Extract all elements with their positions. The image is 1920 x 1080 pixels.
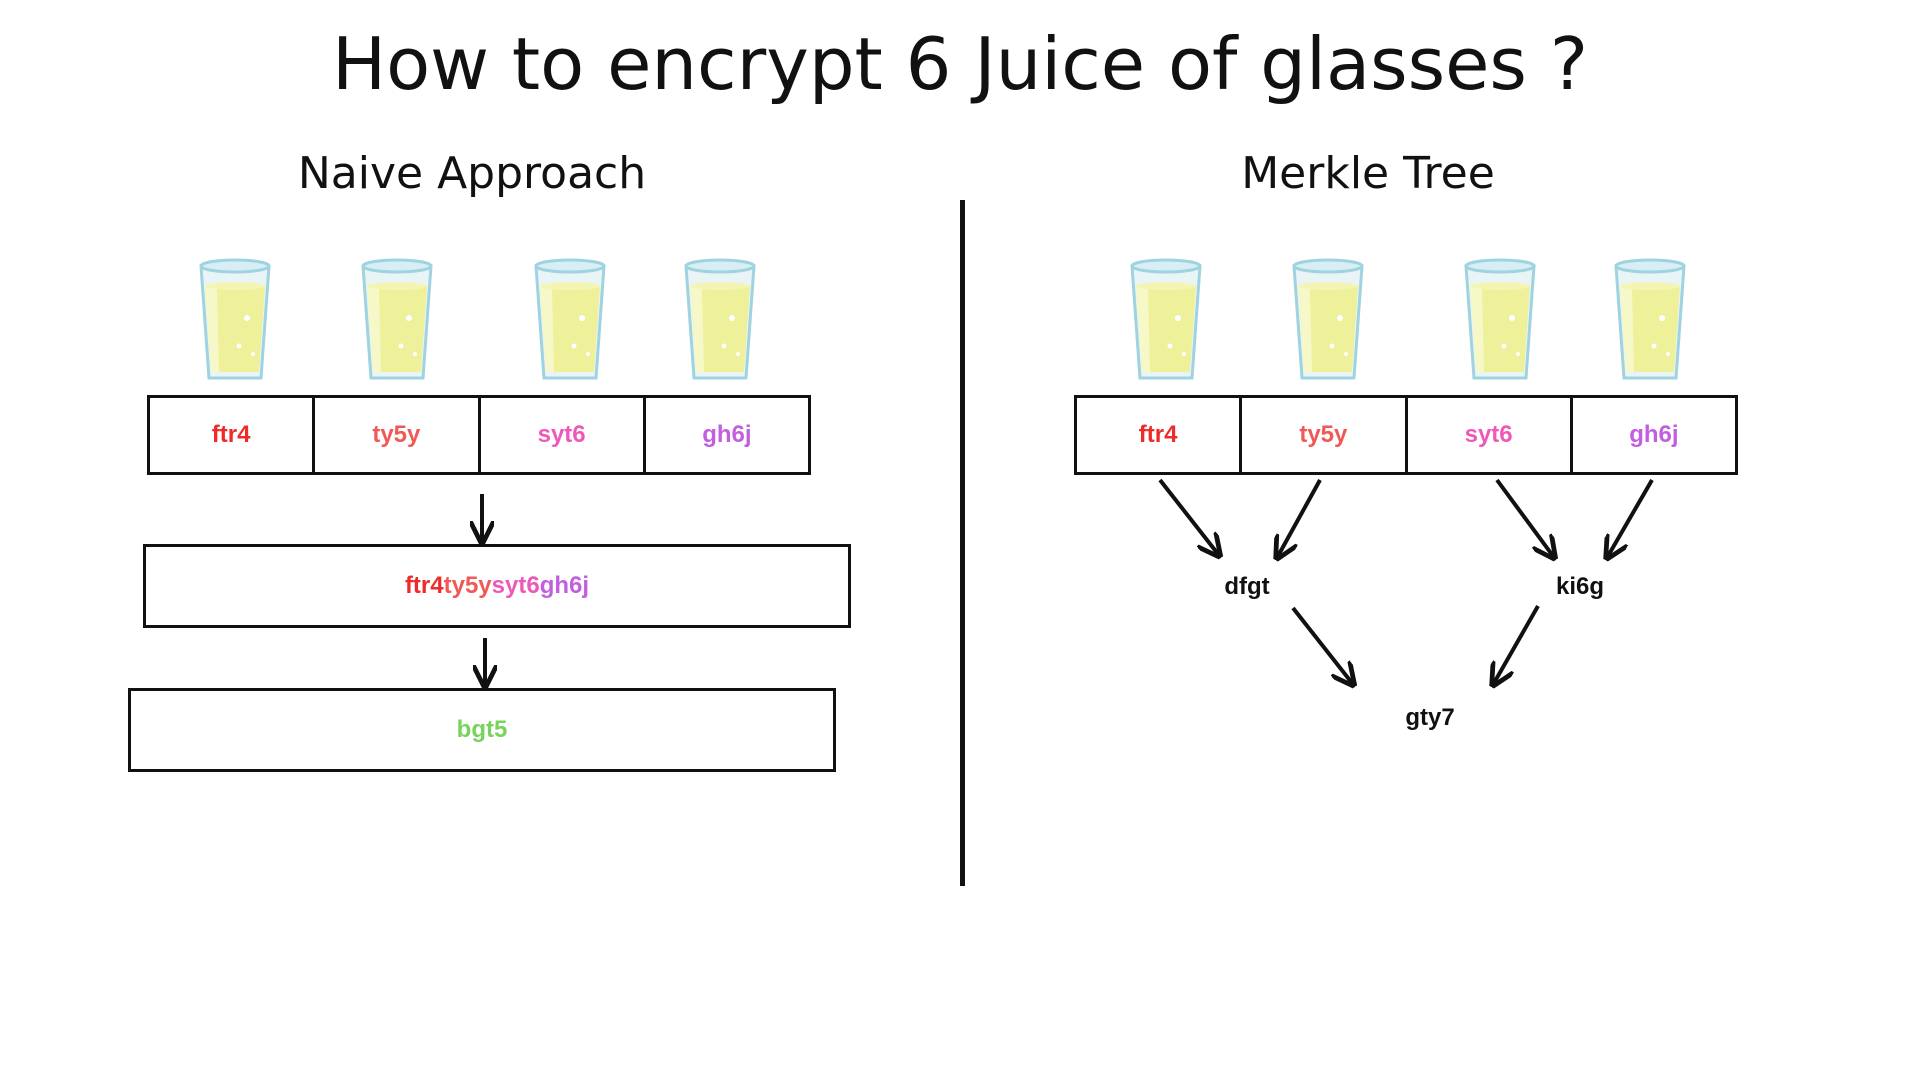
naive-approach-heading: Naive Approach bbox=[297, 148, 647, 199]
merkle-hash-cell: ftr4 bbox=[1077, 398, 1243, 472]
naive-hash-row: ftr4 ty5y syt6 gh6j bbox=[147, 395, 811, 475]
down-arrow-icon bbox=[1495, 478, 1553, 556]
down-arrow-icon bbox=[1278, 479, 1322, 556]
concatenated-hash-box: ftr4ty5ysyt6gh6j bbox=[143, 544, 851, 628]
merkle-root-node: gty7 bbox=[1405, 704, 1455, 731]
final-hash-box: bgt5 bbox=[128, 688, 836, 772]
naive-hash-cell: ty5y bbox=[315, 398, 481, 472]
concatenated-hash-part: syt6 bbox=[491, 572, 540, 599]
merkle-tree-heading: Merkle Tree bbox=[1241, 148, 1495, 199]
merkle-right-node: ki6g bbox=[1555, 573, 1605, 600]
naive-hash-cell: syt6 bbox=[481, 398, 646, 472]
merkle-hash-cell: ty5y bbox=[1242, 398, 1408, 472]
down-arrow-icon bbox=[1608, 478, 1654, 556]
naive-hash-cell: gh6j bbox=[702, 421, 752, 448]
merkle-hash-cell: gh6j bbox=[1629, 421, 1679, 448]
down-arrow-icon bbox=[1494, 605, 1540, 683]
concatenated-hash-part: ty5y bbox=[443, 572, 492, 599]
final-hash-text: bgt5 bbox=[456, 716, 508, 743]
concatenated-hash-text: ftr4ty5ysyt6gh6j bbox=[405, 572, 589, 600]
concatenated-hash-part: ftr4 bbox=[404, 572, 444, 599]
down-arrow-icon bbox=[1158, 478, 1218, 554]
concatenated-hash-part: gh6j bbox=[539, 572, 590, 599]
section-divider bbox=[960, 200, 965, 886]
merkle-hash-row: ftr4 ty5y syt6 gh6j bbox=[1074, 395, 1738, 475]
merkle-hash-cell: syt6 bbox=[1408, 398, 1573, 472]
diagram-title: How to encrypt 6 Juice of glasses ? bbox=[331, 22, 1589, 106]
naive-hash-cell: ftr4 bbox=[150, 398, 316, 472]
merkle-left-node: dfgt bbox=[1224, 573, 1270, 600]
down-arrow-icon bbox=[1291, 606, 1352, 683]
